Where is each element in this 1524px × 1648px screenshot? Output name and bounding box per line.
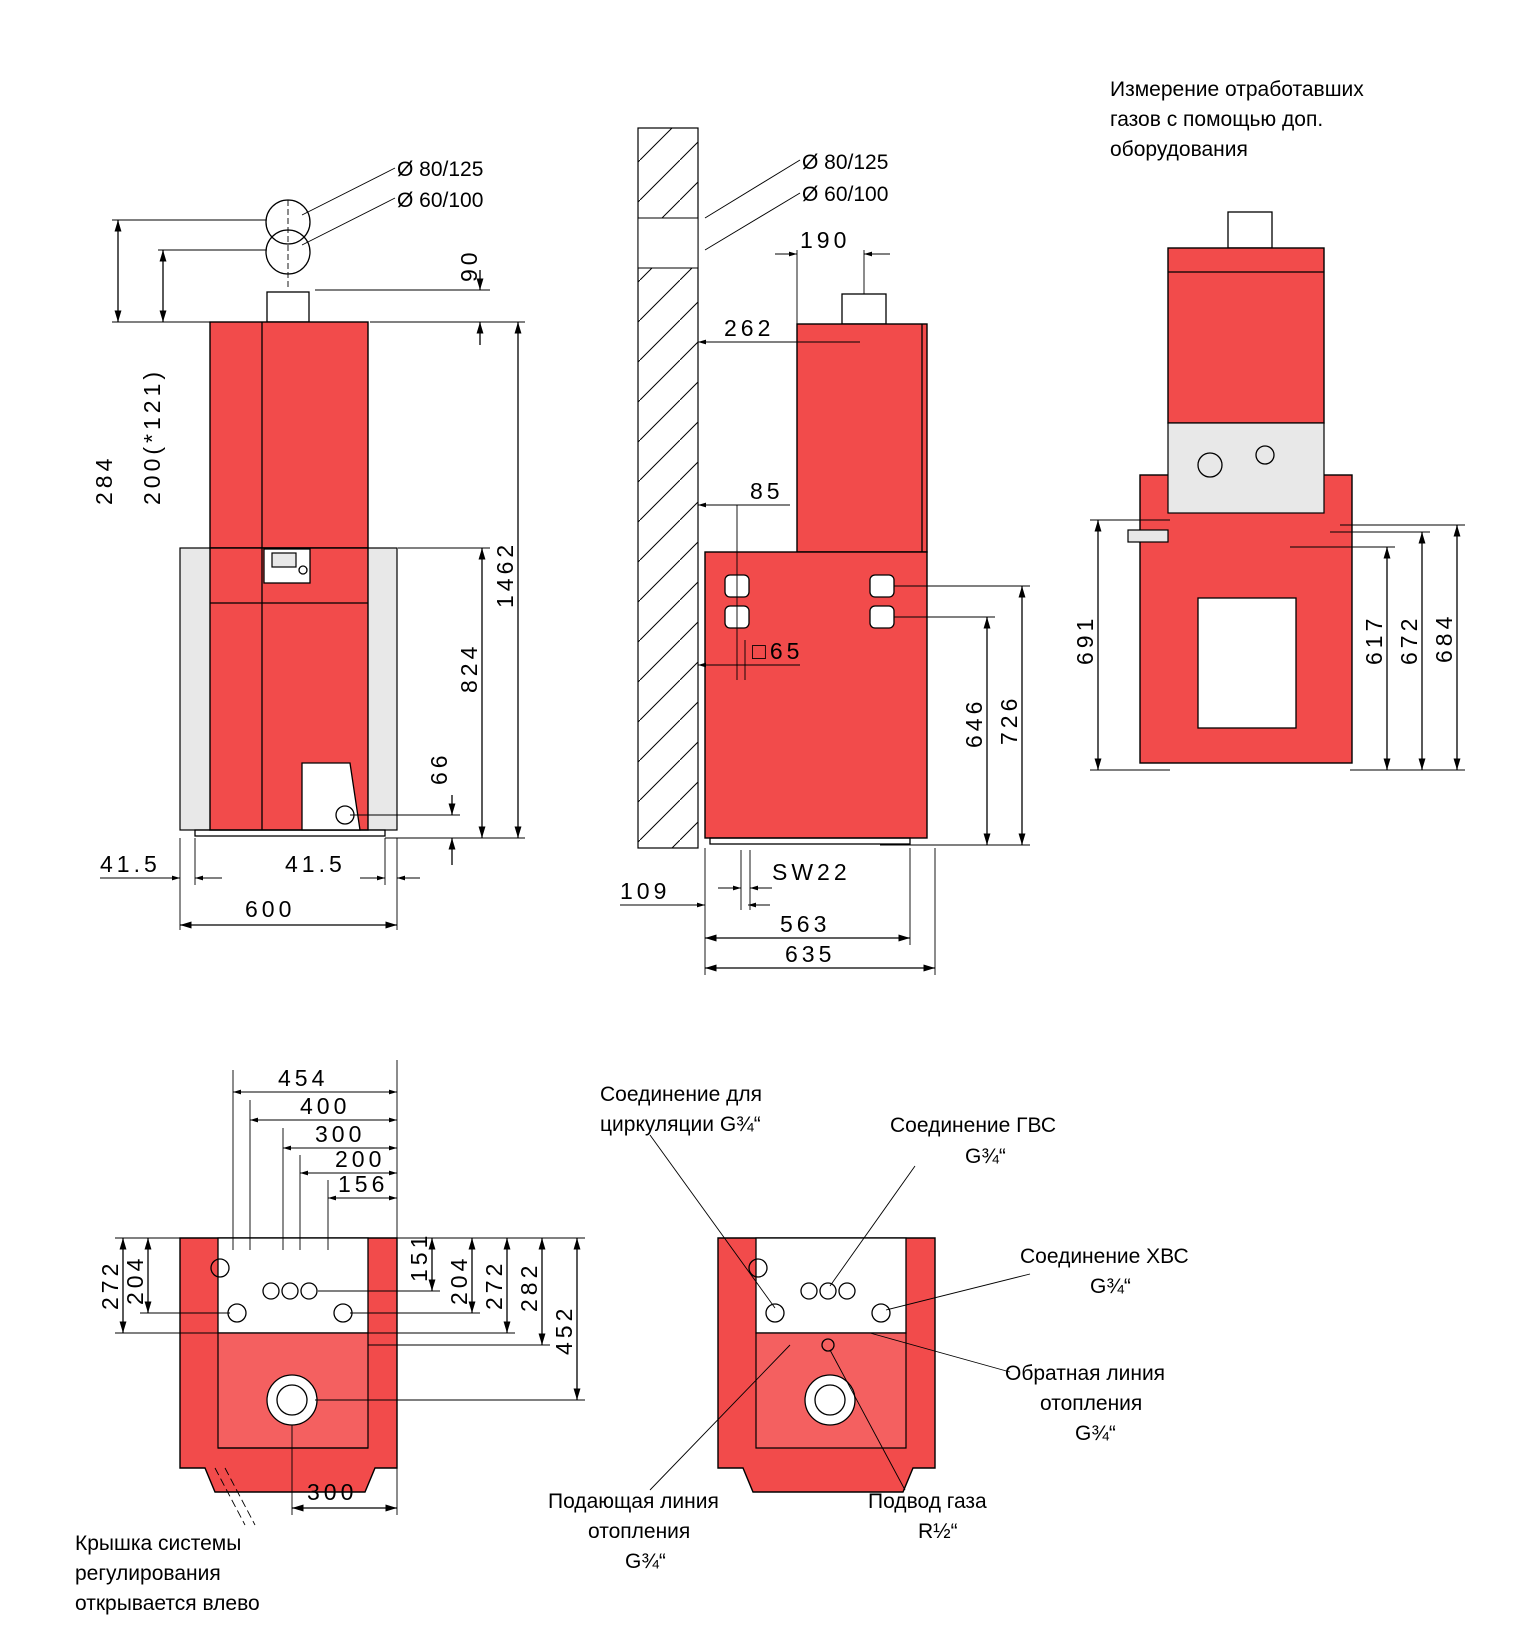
open-note-line-3: оборудования	[1110, 138, 1248, 161]
dim-272-left: 272	[97, 1260, 123, 1310]
cold-water-connection	[871, 1303, 891, 1323]
dim-563: 563	[780, 911, 830, 937]
dim-400: 400	[300, 1093, 350, 1119]
front-view: Ø 80/125 Ø 60/100 284 200(*121) 90	[91, 158, 525, 930]
dim-726: 726	[996, 695, 1022, 745]
dim-41-5-right: 41.5	[285, 851, 346, 877]
cover-note-line-3: открывается влево	[75, 1592, 260, 1615]
dim-300-top: 300	[315, 1121, 365, 1147]
dim-85: 85	[750, 478, 784, 504]
dim-617: 617	[1361, 615, 1387, 665]
cover-note-line-1: Крышка системы	[75, 1532, 241, 1555]
dim-646: 646	[961, 698, 987, 748]
dim-151: 151	[406, 1232, 432, 1282]
dim-300-bottom: 300	[307, 1479, 357, 1505]
heating-return-label-1: Обратная линия	[1005, 1362, 1165, 1385]
dim-190: 190	[800, 227, 850, 253]
dim-600: 600	[245, 896, 295, 922]
dim-454: 454	[278, 1065, 328, 1091]
front-upper-casing	[209, 321, 369, 549]
circulation-connection	[765, 1303, 785, 1323]
circulation-label-2: циркуляции G¾“	[600, 1113, 761, 1136]
dhw-connection	[819, 1282, 837, 1300]
connections-view: Соединение для циркуляции G¾“ Соединение…	[548, 1083, 1189, 1573]
side-flue-60-label: Ø 60/100	[802, 183, 888, 206]
side-view: Ø 80/125 Ø 60/100 190 262 85 □65	[620, 127, 1030, 975]
bottom-connection-plate	[217, 1237, 369, 1334]
bottom-gas-pipe	[266, 1374, 318, 1426]
side-flue-80-label: Ø 80/125	[802, 151, 888, 174]
dim-109: 109	[620, 878, 670, 904]
dim-635: 635	[785, 941, 835, 967]
front-flue-collar	[266, 291, 310, 323]
dim-200-121: 200(*121)	[139, 368, 165, 505]
dim-156: 156	[338, 1171, 388, 1197]
dim-sw22: SW22	[772, 859, 851, 885]
dim-684: 684	[1431, 613, 1457, 663]
dim-282: 282	[516, 1262, 542, 1312]
dim-824: 824	[456, 643, 482, 693]
gas-connection	[821, 1338, 835, 1352]
dim-672: 672	[1396, 615, 1422, 665]
dim-204-right: 204	[446, 1255, 472, 1305]
circulation-label-1: Соединение для	[600, 1083, 762, 1106]
dim-262: 262	[724, 315, 774, 341]
gas-label-1: Подвод газа	[868, 1490, 987, 1513]
dim-452: 452	[551, 1305, 577, 1355]
open-internals	[1167, 422, 1325, 514]
dim-1462: 1462	[492, 541, 518, 608]
gas-label-2: R½“	[918, 1520, 958, 1543]
cold-water-label-2: G¾“	[1090, 1275, 1131, 1298]
side-flue-collar	[841, 293, 887, 325]
open-note-line-2: газов с помощью доп.	[1110, 108, 1323, 131]
dhw-label-1: Соединение ГВС	[890, 1114, 1056, 1137]
flue-80-label: Ø 80/125	[397, 158, 483, 181]
dim-41-5-left: 41.5	[100, 851, 161, 877]
bottom-view: 454 400 300 200 156 272 204 151 204 272 …	[75, 1060, 585, 1615]
heating-return-label-3: G¾“	[1075, 1422, 1116, 1445]
open-flue-collar	[1227, 211, 1273, 249]
heating-return-label-2: отопления	[1040, 1392, 1142, 1415]
dim-691: 691	[1072, 615, 1098, 665]
open-upper-casing	[1167, 247, 1325, 424]
open-note-line-1: Измерение отработавших	[1110, 78, 1364, 101]
dim-272-right: 272	[481, 1260, 507, 1310]
side-lower-cabinet	[704, 551, 928, 839]
heating-flow-label-3: G¾“	[625, 1550, 666, 1573]
cold-water-label-1: Соединение ХВС	[1020, 1245, 1189, 1268]
heating-flow-label-1: Подающая линия	[548, 1490, 719, 1513]
dim-66: 66	[426, 751, 452, 785]
dhw-label-2: G¾“	[965, 1145, 1006, 1168]
heating-flow-label-2: отопления	[588, 1520, 690, 1543]
side-upper-casing	[796, 323, 928, 553]
cover-note-line-2: регулирования	[75, 1562, 221, 1585]
dim-204-left: 204	[122, 1255, 148, 1305]
open-cabinet-window	[1197, 597, 1297, 729]
flue-60-label: Ø 60/100	[397, 189, 483, 212]
dim-90: 90	[456, 248, 482, 282]
dim-65: □65	[752, 638, 803, 664]
dim-200: 200	[335, 1146, 385, 1172]
dim-284: 284	[91, 455, 117, 505]
front-cutout	[301, 762, 361, 831]
open-view: Измерение отработавших газов с помощью д…	[1072, 78, 1465, 771]
